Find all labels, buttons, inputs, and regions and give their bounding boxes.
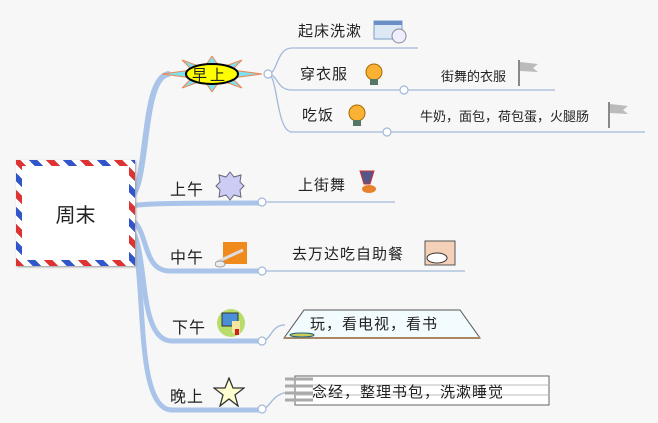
central-topic[interactable]: 周末	[16, 160, 135, 266]
open-book-topic[interactable]: 玩，看电视，看书	[282, 308, 482, 340]
star-icon	[213, 377, 245, 407]
calendar-clock-icon	[373, 20, 407, 44]
notebook-shape	[285, 375, 550, 406]
topic-wake-wash[interactable]: 起床洗漱	[298, 22, 363, 40]
topic-play-tv-read: 玩，看电视，看书	[310, 315, 439, 333]
lightbulb-icon	[348, 104, 366, 126]
topic-evening-tasks: 念经，整理书包，洗漱睡觉	[312, 383, 505, 401]
branch-afternoon[interactable]: 下午	[172, 318, 207, 337]
coffee-cup-icon	[424, 240, 456, 266]
branch-label: 早上	[192, 66, 229, 84]
notebook-topic[interactable]: 念经，整理书包，洗漱睡觉	[285, 375, 551, 407]
topic-eat[interactable]: 吃饭	[302, 106, 335, 124]
topic-get-dressed[interactable]: 穿衣服	[300, 65, 349, 83]
central-label: 周末	[55, 202, 96, 227]
smiley-sunburst-icon	[161, 55, 263, 93]
flag-icon	[608, 102, 628, 128]
topic-wanda-buffet[interactable]: 去万达吃自助餐	[292, 245, 405, 263]
note-dance-clothes[interactable]: 街舞的衣服	[441, 70, 507, 85]
branch-forenoon[interactable]: 上午	[170, 180, 205, 199]
star-burst-icon	[215, 171, 245, 201]
note-breakfast[interactable]: 牛奶，面包，荷包蛋，火腿肠	[420, 110, 590, 125]
topic-street-dance[interactable]: 上街舞	[298, 176, 347, 194]
fork-spoon-icon	[215, 242, 247, 268]
lightbulb-icon	[365, 63, 383, 85]
branch-noon[interactable]: 中午	[170, 248, 205, 267]
flag-icon	[518, 60, 538, 86]
computer-icon	[217, 309, 245, 337]
open-book-shape	[283, 309, 481, 339]
branch-evening[interactable]: 晚上	[170, 387, 205, 406]
branch-morning[interactable]: 早上	[161, 55, 263, 93]
medal-icon	[359, 170, 376, 193]
